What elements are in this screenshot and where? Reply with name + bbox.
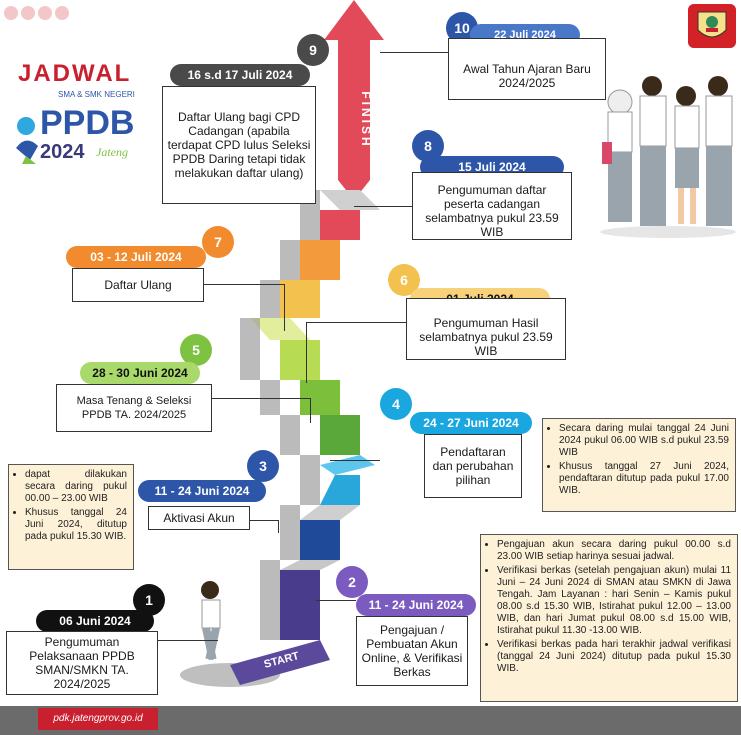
logo-subtitle: SMA & SMK NEGERI — [58, 90, 135, 99]
dot-icon — [21, 6, 35, 20]
connector-line — [210, 398, 311, 423]
step-4-number: 4 — [380, 388, 412, 420]
step-6-description: Pengumuman Hasil selambatnya pukul 23.59… — [406, 298, 566, 360]
step-4-description: Pendaftaran dan perubahan pilihan — [424, 434, 522, 498]
note-item: Verifikasi berkas pada hari terakhir jad… — [497, 639, 731, 675]
students-illustration — [600, 76, 736, 238]
step-3-note: dapat dilakukan secara daring pukul 00.0… — [8, 464, 134, 570]
jateng-emblem-icon — [688, 4, 736, 48]
note-item: Khusus tanggal 27 Juni 2024, pendaftaran… — [559, 461, 729, 497]
connector-line — [306, 322, 407, 383]
step-1-description: Pengumuman Pelaksanaan PPDB SMAN/SMKN TA… — [6, 631, 158, 695]
note-item: dapat dilakukan secara daring pukul 00.0… — [25, 469, 127, 505]
step-2-description: Pengajuan / Pembuatan Akun Online, & Ver… — [356, 616, 468, 686]
logo-region: Jateng — [96, 145, 128, 159]
connector-line — [330, 460, 380, 461]
step-9-description: Daftar Ulang bagi CPD Cadangan (apabila … — [162, 86, 316, 204]
step-7-number: 7 — [202, 226, 234, 258]
step-3-number: 3 — [247, 450, 279, 482]
dot-icon — [38, 6, 52, 20]
step-3-description: Aktivasi Akun — [148, 506, 250, 530]
connector-line — [248, 520, 279, 533]
step-5-date: 28 - 30 Juni 2024 — [80, 362, 200, 384]
connector-line — [354, 206, 414, 207]
logo-year: 2024 — [40, 141, 85, 163]
footer-website-link[interactable]: pdk.jatengprov.go.id — [38, 708, 158, 730]
note-item: Khusus tanggal 24 Juni 2024, ditutup pad… — [25, 507, 127, 543]
connector-line — [380, 52, 450, 53]
step-1-date: 06 Juni 2024 — [36, 610, 154, 632]
dot-icon — [55, 6, 69, 20]
connector-line — [316, 600, 356, 601]
step-2-number: 2 — [336, 566, 368, 598]
connector-line — [204, 284, 285, 331]
step-5-number: 5 — [180, 334, 212, 366]
step-5-description: Masa Tenang & Seleksi PPDB TA. 2024/2025 — [56, 384, 212, 432]
step-4-date: 24 - 27 Juni 2024 — [410, 412, 532, 434]
decorative-dots — [4, 6, 72, 25]
step-2-date: 11 - 24 Juni 2024 — [356, 594, 476, 616]
step-2-note: Pengajuan akun secara daring pukul 00.00… — [480, 534, 738, 702]
step-4-note: Secara daring mulai tanggal 24 Juni 2024… — [542, 418, 736, 512]
step-3-date: 11 - 24 Juni 2024 — [138, 480, 266, 502]
step-7-date: 03 - 12 Juli 2024 — [66, 246, 206, 268]
step-9-number: 9 — [297, 34, 329, 66]
note-item: Secara daring mulai tanggal 24 Juni 2024… — [559, 423, 729, 459]
staircase-diagram: FINISH START — [180, 0, 384, 687]
note-item: Verifikasi berkas (setelah pengajuan aku… — [497, 565, 731, 637]
connector-line — [158, 640, 218, 641]
page-title: JADWAL — [18, 60, 132, 87]
ppdb-logo: SMA & SMK NEGERI PPDB 2024 Jateng — [16, 90, 135, 164]
dot-icon — [4, 6, 18, 20]
note-item: Pengajuan akun secara daring pukul 00.00… — [497, 539, 731, 563]
logo-ppdb-text: PPDB — [40, 104, 134, 142]
step-8-description: Pengumuman daftar peserta cadangan selam… — [412, 172, 572, 240]
step-7-description: Daftar Ulang — [72, 268, 204, 302]
step-9-date: 16 s.d 17 Juli 2024 — [170, 64, 310, 86]
finish-label: FINISH — [359, 91, 373, 148]
step-10-description: Awal Tahun Ajaran Baru 2024/2025 — [448, 38, 606, 100]
